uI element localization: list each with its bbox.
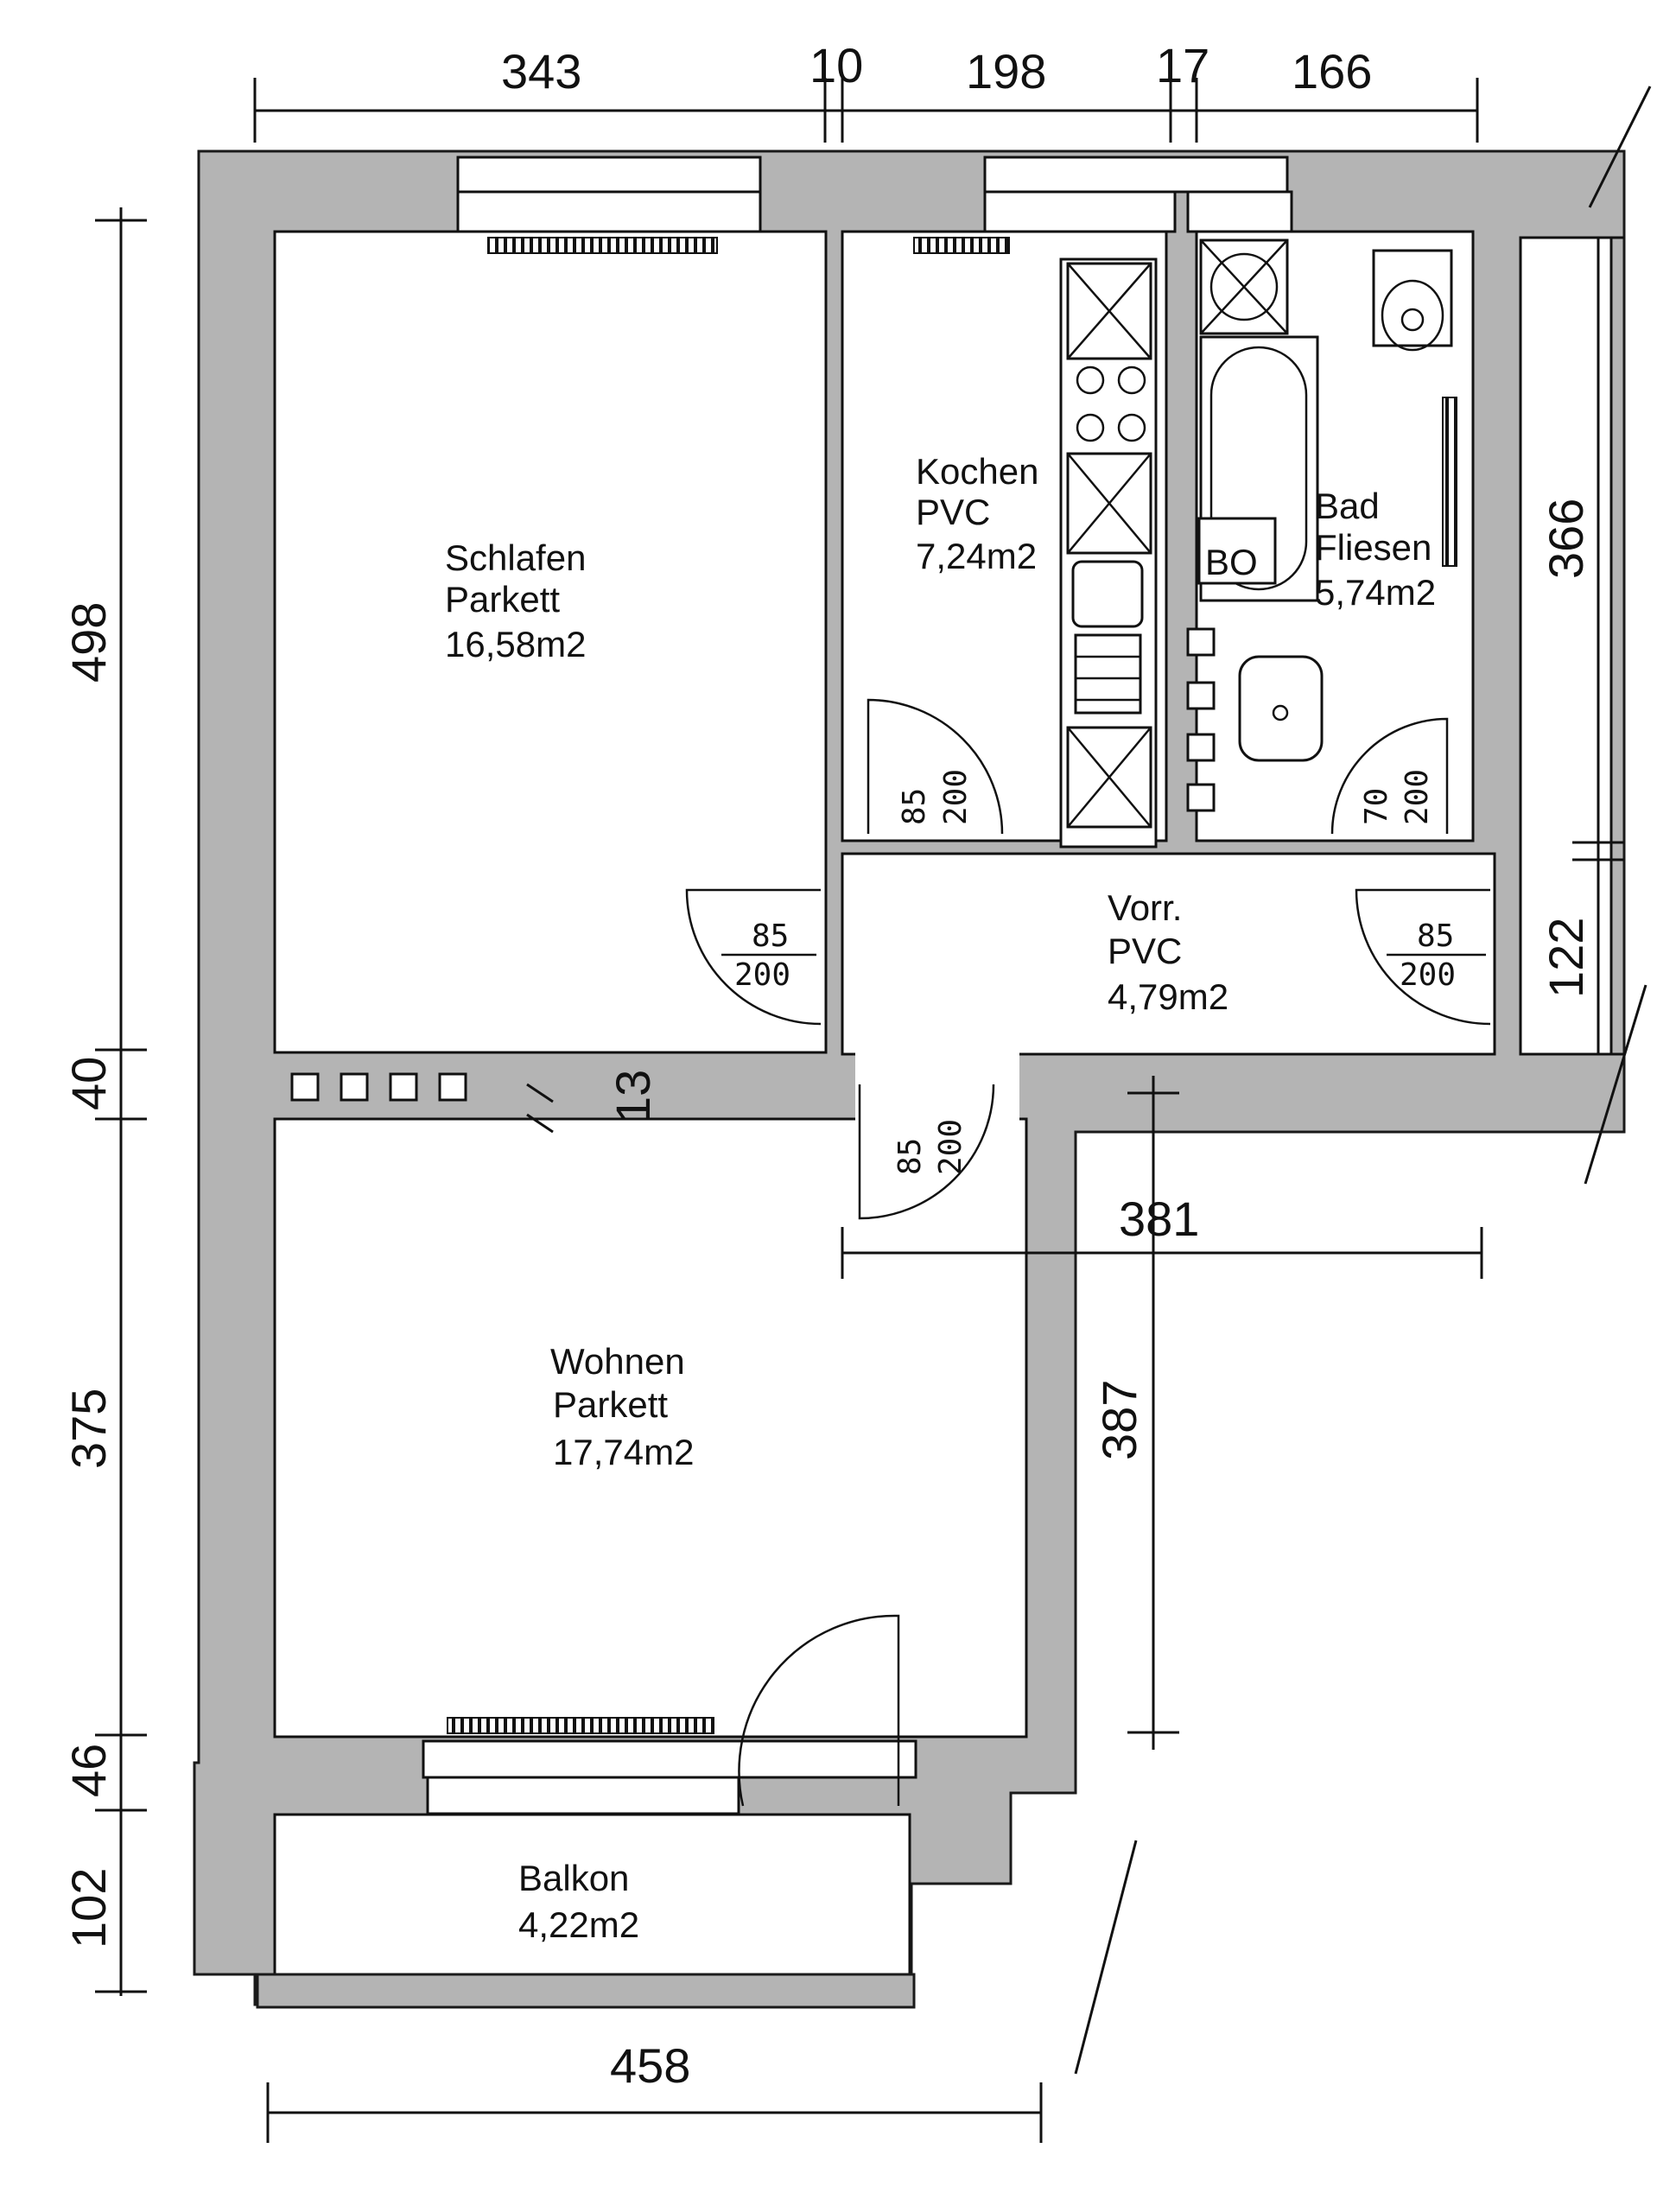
bad-floor: Fliesen <box>1315 527 1432 568</box>
wohnen-area: 17,74m2 <box>553 1432 694 1472</box>
door-kitchen <box>867 698 1004 835</box>
dim-top-10: 10 <box>809 38 863 92</box>
dim-left-40: 40 <box>61 1057 116 1110</box>
dim-left-102: 102 <box>61 1868 116 1948</box>
dim-right-122: 122 <box>1539 918 1593 998</box>
door-kitchen-width: 85 <box>897 788 932 825</box>
washer-label: BO <box>1205 542 1258 582</box>
door-entrance-height: 200 <box>1400 957 1456 993</box>
radiator-kochen <box>913 237 1010 254</box>
vorr-name: Vorr. <box>1108 887 1182 928</box>
door-arcs <box>685 698 1491 1807</box>
door-bedroom <box>685 888 822 1026</box>
dim-wall-13: 13 <box>606 1070 660 1123</box>
kochen-area: 7,24m2 <box>916 536 1037 576</box>
dim-inner-387: 387 <box>1092 1380 1146 1460</box>
washer <box>1197 517 1277 585</box>
dim-right-366: 366 <box>1539 499 1593 579</box>
washbasin <box>1238 655 1324 762</box>
door-bedroom-height: 200 <box>734 957 790 993</box>
kochen-floor: PVC <box>916 492 990 532</box>
door-entrance <box>1355 888 1491 1026</box>
dim-top-166: 166 <box>1292 44 1372 99</box>
room-shaft-right <box>1519 236 1613 1056</box>
windows <box>422 156 1293 1815</box>
dim-top-343: 343 <box>501 44 581 99</box>
dim-top-17: 17 <box>1156 38 1209 92</box>
bathroom-fixtures: BO <box>1197 238 1453 762</box>
bad-name: Bad <box>1315 486 1380 526</box>
schlafen-floor: Parkett <box>445 579 560 620</box>
dim-left-375: 375 <box>61 1389 116 1469</box>
radiator-wohnen <box>447 1717 714 1734</box>
door-bath <box>1330 717 1449 835</box>
radiator-bad <box>1442 397 1457 567</box>
bad-area: 5,74m2 <box>1315 572 1436 613</box>
dimension-lines <box>95 78 1652 2143</box>
door-living-height: 200 <box>933 1119 968 1175</box>
room-labels: Schlafen Parkett 16,58m2 Kochen PVC 7,24… <box>445 451 1436 1945</box>
kitchen-fixtures <box>1059 257 1158 849</box>
wohnen-name: Wohnen <box>550 1341 685 1382</box>
vorr-floor: PVC <box>1108 931 1182 971</box>
door-living-width: 85 <box>892 1138 928 1175</box>
schlafen-name: Schlafen <box>445 537 586 578</box>
window-schlafen <box>456 156 762 194</box>
door-kitchen-height: 200 <box>938 769 974 825</box>
dim-left-46: 46 <box>61 1744 116 1797</box>
dim-left-498: 498 <box>61 602 116 683</box>
door-bath-width: 70 <box>1359 788 1394 825</box>
room-vorr <box>841 852 1496 1056</box>
balkon-area: 4,22m2 <box>518 1904 639 1945</box>
radiators <box>447 237 1457 1734</box>
room-wohnen <box>273 1117 1028 1738</box>
door-entrance-width: 85 <box>1417 918 1454 954</box>
radiator-schlafen <box>487 237 718 254</box>
door-balcony <box>738 1614 900 1807</box>
balkon-name: Balkon <box>518 1858 629 1898</box>
ventilation-shafts <box>290 627 1216 1102</box>
window-kochen-bad <box>983 156 1289 194</box>
door-labels: 85 200 70 200 85 200 85 200 85 200 <box>721 769 1486 1175</box>
dim-inner-381: 381 <box>1119 1192 1199 1246</box>
dim-bottom-458: 458 <box>610 2038 690 2093</box>
wohnen-floor: Parkett <box>553 1384 668 1425</box>
room-balkon <box>273 1813 911 1980</box>
window-wohnen <box>422 1739 917 1779</box>
dim-top-198: 198 <box>966 44 1046 99</box>
door-bedroom-width: 85 <box>752 918 789 954</box>
room-schlafen <box>273 230 828 1054</box>
kochen-name: Kochen <box>916 451 1038 492</box>
schlafen-area: 16,58m2 <box>445 624 586 664</box>
door-living <box>858 1084 995 1220</box>
door-bath-height: 200 <box>1400 769 1435 825</box>
dimension-labels: 343 10 198 17 166 498 40 375 46 102 366 … <box>61 38 1593 2093</box>
vorr-area: 4,79m2 <box>1108 976 1228 1017</box>
